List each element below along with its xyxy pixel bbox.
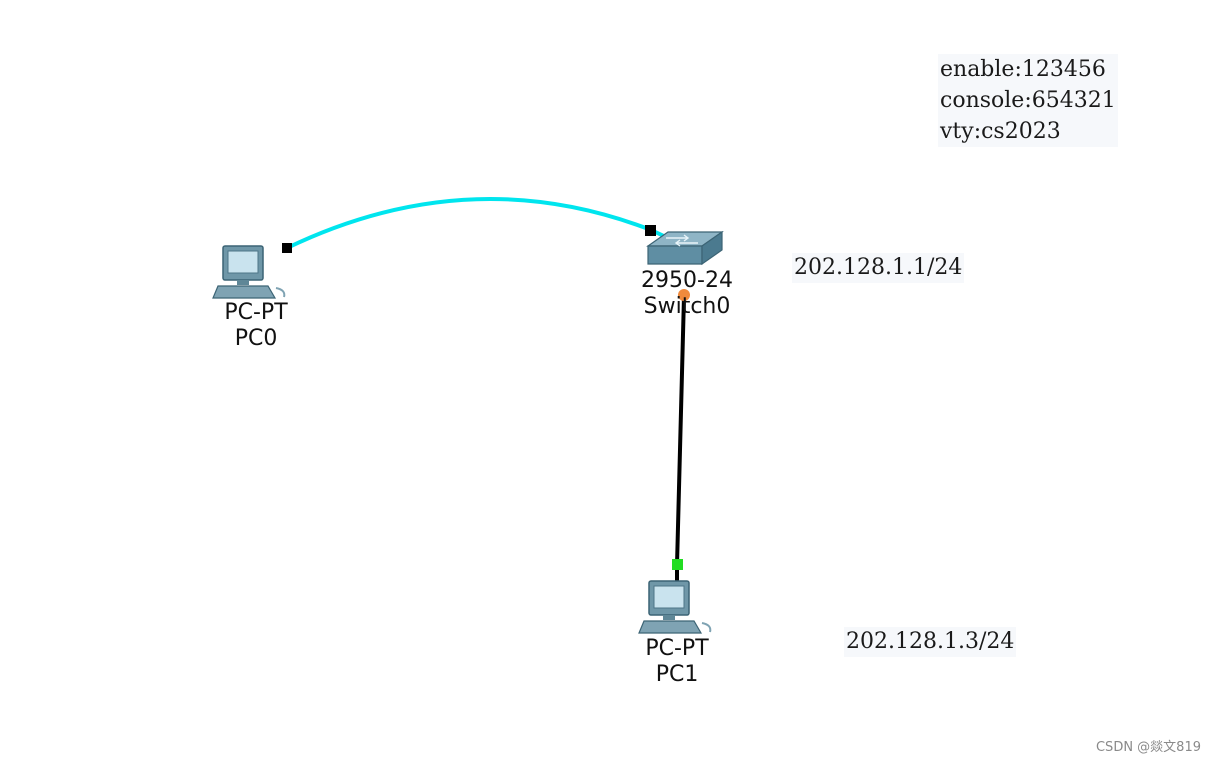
link-switch0-pc1[interactable] <box>675 294 686 582</box>
pc1-label: PC-PT PC1 <box>607 636 747 688</box>
switch0-name: Switch0 <box>643 294 731 319</box>
password-note[interactable]: enable:123456 console:654321 vty:cs2023 <box>938 54 1118 147</box>
pc1-model: PC-PT <box>645 636 709 661</box>
pc1-name: PC1 <box>655 662 699 687</box>
pc1-device-icon[interactable] <box>638 580 712 634</box>
switch-ip-note[interactable]: 202.128.1.1/24 <box>792 253 965 283</box>
csdn-watermark: CSDN @燚文819 <box>1095 740 1201 755</box>
switch0-model: 2950-24 <box>641 268 733 293</box>
password-note-line-enable: enable:123456 <box>940 57 1106 82</box>
password-note-line-console: console:654321 <box>940 88 1116 113</box>
switch0-label: 2950-24 Switch0 <box>617 268 757 320</box>
pc0-device-icon[interactable] <box>212 245 286 299</box>
pc0-label: PC-PT PC0 <box>186 300 326 352</box>
pc0-port-status-light <box>282 243 292 253</box>
pc0-model: PC-PT <box>224 300 288 325</box>
switch0-port-status-light-pc1 <box>678 289 690 301</box>
switch0-device-icon[interactable] <box>646 230 724 266</box>
pc1-ip-note[interactable]: 202.128.1.3/24 <box>844 627 1017 657</box>
link-pc0-switch0[interactable] <box>285 196 670 250</box>
pc0-name: PC0 <box>234 326 278 351</box>
switch0-port-status-light-pc0 <box>645 225 656 236</box>
password-note-line-vty: vty:cs2023 <box>940 119 1061 144</box>
pc1-port-status-light <box>672 559 683 570</box>
